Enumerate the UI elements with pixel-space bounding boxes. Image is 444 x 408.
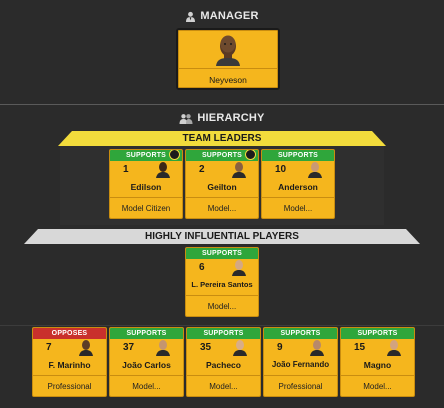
player-face-icon bbox=[79, 340, 93, 356]
player-card[interactable]: SUPPORTS 9 João Fernando Professional bbox=[263, 327, 338, 397]
card-divider bbox=[187, 375, 260, 376]
player-face-icon bbox=[156, 340, 170, 356]
player-name[interactable]: Pacheco bbox=[206, 360, 241, 370]
relationship-label: SUPPORTS bbox=[262, 150, 334, 161]
relationship-label: SUPPORTS bbox=[341, 328, 414, 339]
squad-number: 6 bbox=[199, 262, 205, 273]
leader-badge-icon bbox=[245, 150, 256, 160]
card-divider bbox=[110, 375, 183, 376]
card-divider bbox=[33, 375, 106, 376]
player-face-icon bbox=[233, 340, 247, 356]
player-name[interactable]: Edilson bbox=[130, 182, 162, 192]
player-face-icon bbox=[156, 162, 170, 178]
manager-icon bbox=[186, 11, 196, 22]
squad-number: 37 bbox=[123, 342, 135, 353]
card-divider bbox=[186, 197, 258, 198]
player-name[interactable]: F. Marinho bbox=[48, 360, 91, 370]
player-face-icon bbox=[310, 340, 324, 356]
squad-number: 35 bbox=[200, 342, 212, 353]
player-face-icon bbox=[308, 162, 322, 178]
squad-number: 10 bbox=[275, 164, 287, 175]
squad-number: 15 bbox=[354, 342, 366, 353]
player-name[interactable]: João Fernando bbox=[271, 360, 330, 369]
personality-trait: Professional bbox=[47, 382, 92, 391]
relationship-label: SUPPORTS bbox=[264, 328, 337, 339]
player-card[interactable]: SUPPORTS 35 Pacheco Model... bbox=[186, 327, 261, 397]
card-divider bbox=[186, 295, 258, 296]
manager-card[interactable]: Neyveson bbox=[176, 28, 280, 90]
manager-title: MANAGER bbox=[200, 10, 259, 22]
player-name[interactable]: Geilton bbox=[207, 182, 237, 192]
player-card[interactable]: SUPPORTS 15 Magno Model... bbox=[340, 327, 415, 397]
relationship-label: SUPPORTS bbox=[186, 150, 258, 161]
section-divider bbox=[0, 104, 444, 105]
relationship-label: SUPPORTS bbox=[186, 248, 258, 259]
player-card[interactable]: OPPOSES 7 F. Marinho Professional bbox=[32, 327, 107, 397]
personality-trait: Model... bbox=[209, 382, 238, 391]
player-card[interactable]: SUPPORTS 10 Anderson Model... bbox=[261, 149, 335, 219]
squad-number: 7 bbox=[46, 342, 52, 353]
card-divider bbox=[341, 375, 414, 376]
card-divider bbox=[264, 375, 337, 376]
squad-number: 9 bbox=[277, 342, 283, 353]
player-face-icon bbox=[232, 260, 246, 276]
relationship-label: OPPOSES bbox=[33, 328, 106, 339]
hierarchy-icon bbox=[179, 113, 193, 124]
player-card[interactable]: SUPPORTS 6 L. Pereira Santos Model... bbox=[185, 247, 259, 317]
card-divider bbox=[110, 197, 182, 198]
player-card[interactable]: SUPPORTS 37 João Carlos Model... bbox=[109, 327, 184, 397]
player-face-icon bbox=[232, 162, 246, 178]
relationship-label: SUPPORTS bbox=[110, 328, 183, 339]
player-card[interactable]: SUPPORTS 2 Geilton Model... bbox=[185, 149, 259, 219]
player-name[interactable]: L. Pereira Santos bbox=[191, 280, 253, 289]
hierarchy-title: HIERARCHY bbox=[197, 112, 265, 124]
leader-badge-icon bbox=[169, 150, 180, 160]
manager-section-title: MANAGER bbox=[0, 10, 444, 22]
relationship-label: SUPPORTS bbox=[187, 328, 260, 339]
team-leaders-band: TEAM LEADERS bbox=[58, 131, 386, 146]
personality-trait: Model... bbox=[207, 302, 237, 311]
manager-card-divider bbox=[178, 68, 278, 69]
player-name[interactable]: Anderson bbox=[278, 182, 318, 192]
personality-trait: Model... bbox=[283, 204, 313, 213]
relationship-label: SUPPORTS bbox=[110, 150, 182, 161]
manager-face-icon bbox=[216, 35, 240, 66]
personality-trait: Professional bbox=[278, 382, 323, 391]
card-divider bbox=[262, 197, 334, 198]
personality-trait: Model Citizen bbox=[121, 204, 171, 213]
player-face-icon bbox=[387, 340, 401, 356]
personality-trait: Model... bbox=[363, 382, 392, 391]
hierarchy-section-title: HIERARCHY bbox=[0, 112, 444, 124]
player-card[interactable]: SUPPORTS 1 Edilson Model Citizen bbox=[109, 149, 183, 219]
player-name[interactable]: Magno bbox=[363, 360, 392, 370]
player-name[interactable]: João Carlos bbox=[122, 360, 171, 370]
highly-influential-band: HIGHLY INFLUENTIAL PLAYERS bbox=[24, 229, 420, 244]
personality-trait: Model... bbox=[132, 382, 161, 391]
squad-number: 2 bbox=[199, 164, 205, 175]
squad-number: 1 bbox=[123, 164, 129, 175]
personality-trait: Model... bbox=[207, 204, 237, 213]
manager-name[interactable]: Neyveson bbox=[209, 75, 247, 85]
tier-divider bbox=[0, 325, 444, 326]
